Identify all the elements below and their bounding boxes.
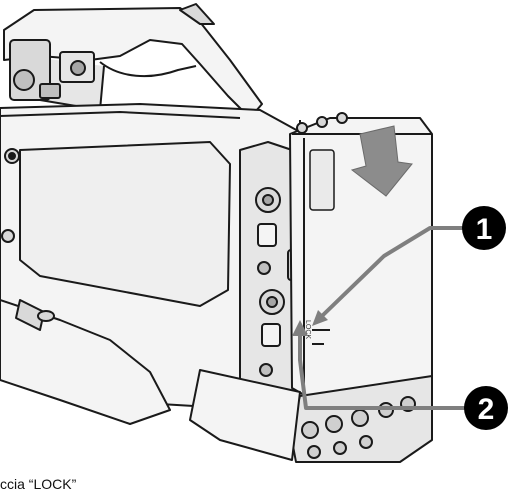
- leader-2-arrowhead: [292, 320, 308, 336]
- shoulder-pad: [0, 299, 301, 461]
- leader-arrow-icon: [320, 226, 466, 318]
- leader-2-line: [298, 330, 466, 410]
- battery-lock-label: LOCK: [304, 320, 311, 339]
- leader-1-arrowhead: [312, 310, 328, 326]
- body-knobs: [1, 148, 20, 243]
- figure-caption: ccia “LOCK”: [0, 476, 77, 492]
- callout-2: 2: [464, 386, 508, 430]
- rear-connector-panel: [289, 375, 433, 463]
- down-arrow-icon: [350, 125, 413, 197]
- battery-lock-panel: [309, 149, 335, 345]
- callout-1-number: 1: [476, 213, 493, 246]
- callout-2-number: 2: [478, 393, 495, 426]
- control-strip: [239, 141, 295, 399]
- callout-1: 1: [462, 206, 506, 250]
- viewfinder-mount: [9, 39, 95, 101]
